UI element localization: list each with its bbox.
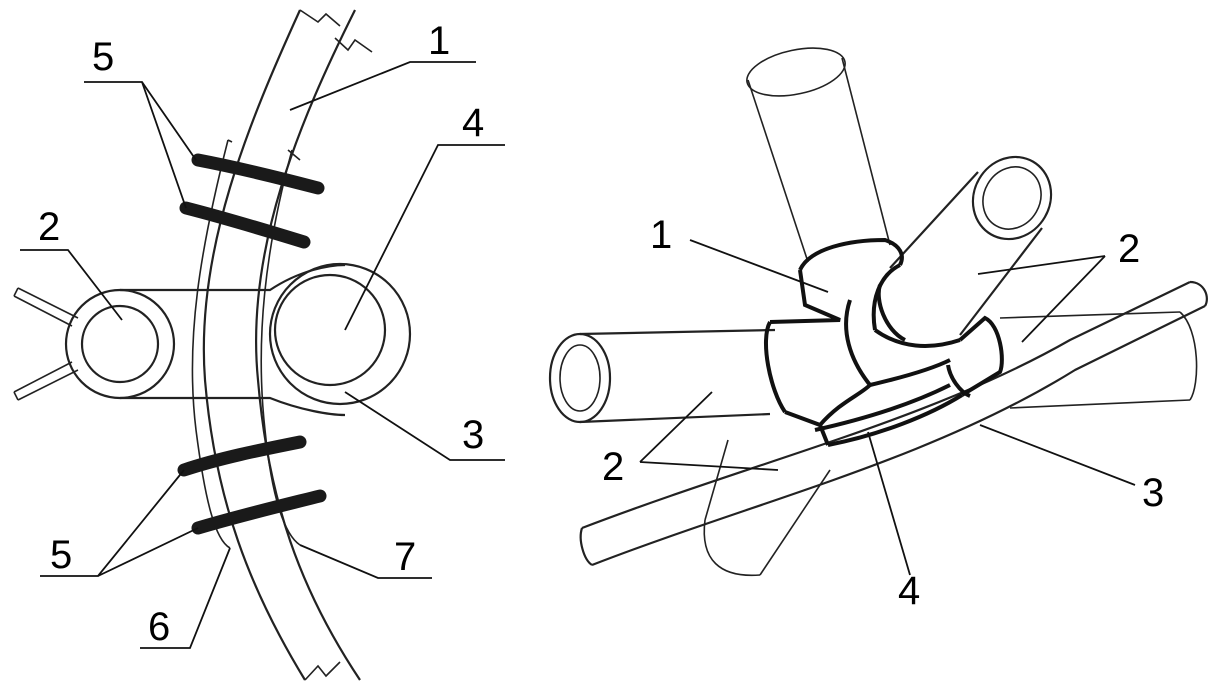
label-3: 3 — [462, 413, 484, 457]
label-6: 6 — [148, 605, 170, 649]
clamp-bands — [177, 153, 327, 535]
label-2: 2 — [38, 205, 60, 249]
label-2-right-top: 2 — [1118, 227, 1140, 271]
joint-node — [763, 237, 1004, 447]
label-4: 4 — [462, 101, 484, 145]
label-3-right: 3 — [1142, 471, 1164, 515]
left-figure: 1 5 2 4 3 5 6 7 — [13, 9, 505, 681]
sleeve — [191, 139, 301, 549]
curved-rod — [579, 280, 1208, 567]
right-tube — [889, 155, 1053, 336]
right-figure: 1 2 2 3 4 — [548, 47, 1208, 613]
label-7: 7 — [394, 535, 416, 579]
label-4-right: 4 — [898, 569, 920, 613]
lower-right-tube — [999, 311, 1198, 409]
back-tube — [703, 47, 891, 577]
left-tube — [548, 328, 776, 424]
connector-plate — [13, 262, 412, 417]
label-2-right-bottom: 2 — [602, 445, 624, 489]
left-leaders — [20, 61, 505, 649]
right-leaders — [639, 239, 1136, 576]
label-5-bottom: 5 — [50, 533, 72, 577]
curved-member — [202, 9, 373, 681]
label-1-right: 1 — [650, 213, 672, 257]
label-5-top: 5 — [92, 35, 114, 79]
label-1: 1 — [428, 19, 450, 63]
